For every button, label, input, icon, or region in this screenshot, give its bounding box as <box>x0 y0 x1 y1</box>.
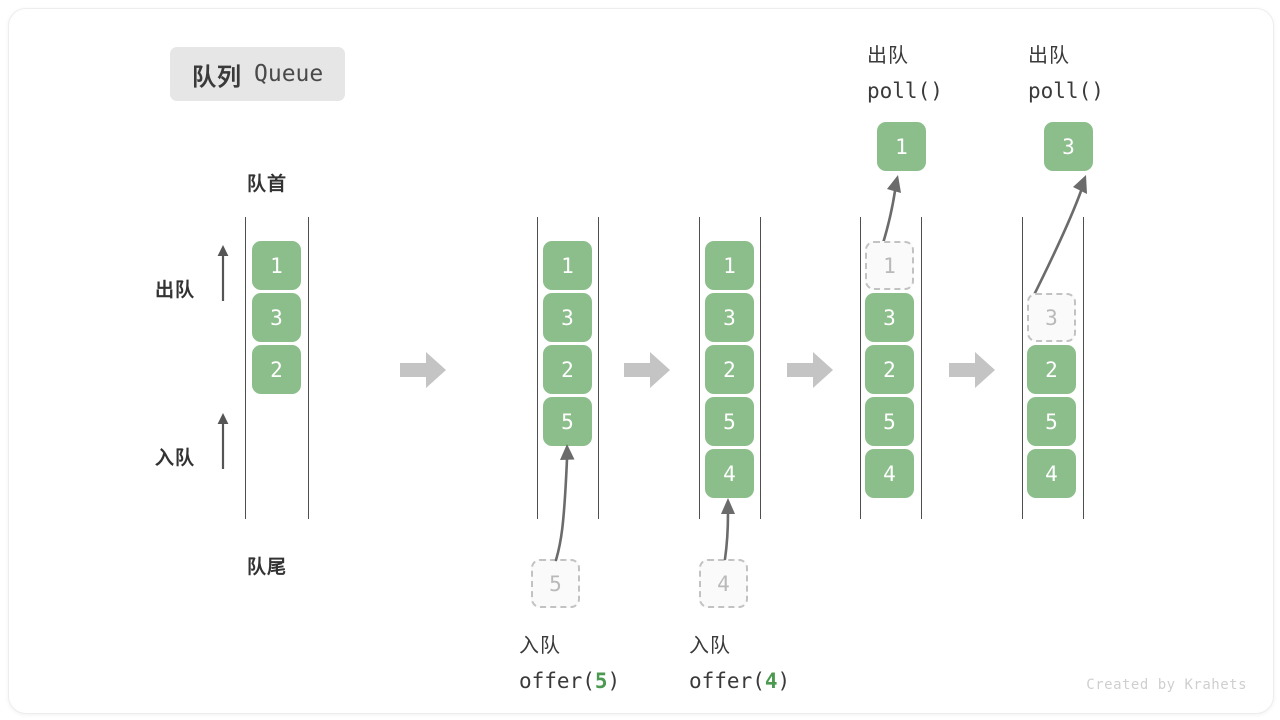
step-arrow-icon <box>787 352 833 388</box>
queue-rail-left <box>537 217 538 519</box>
diagram-canvas: 队列 Queue 队首 出队 入队 队尾 1 3 2 1 3 2 5 5 <box>8 8 1274 714</box>
queue-element: 3 <box>705 293 754 342</box>
enqueue-direction-label: 入队 <box>155 448 196 469</box>
queue-element: 3 <box>543 293 592 342</box>
enqueue-motion-arrow-icon <box>554 444 575 562</box>
operation-label-offer-4: 入队 offer(4) <box>689 629 790 699</box>
queue-rail-left <box>245 217 246 519</box>
queue-ghost-element: 1 <box>865 241 914 290</box>
queue-ghost-element: 4 <box>699 559 748 608</box>
queue-element: 3 <box>865 293 914 342</box>
queue-rail-left <box>699 217 700 519</box>
title-en: Queue <box>254 61 324 87</box>
queue-element: 5 <box>865 397 914 446</box>
dequeue-direction-label: 出队 <box>155 280 196 301</box>
queue-ghost-element: 5 <box>531 559 580 608</box>
operation-label-code: poll() <box>1028 79 1104 103</box>
queue-element: 5 <box>705 397 754 446</box>
operation-label-code: offer(4) <box>689 669 791 693</box>
queue-element: 1 <box>543 241 592 290</box>
step-arrow-icon <box>400 352 446 388</box>
queue-element: 1 <box>705 241 754 290</box>
operation-label-code: offer(5) <box>519 669 621 693</box>
queue-rail-left <box>1022 217 1023 519</box>
queue-popped-element: 1 <box>877 122 926 171</box>
queue-head-label: 队首 <box>247 174 288 195</box>
queue-element: 2 <box>705 345 754 394</box>
queue-rail-right <box>308 217 309 519</box>
queue-tail-label: 队尾 <box>247 557 288 578</box>
queue-ghost-element: 3 <box>1027 293 1076 342</box>
queue-element: 4 <box>1027 449 1076 498</box>
operation-label-code: poll() <box>867 79 943 103</box>
dequeue-direction-arrow-icon <box>217 245 229 301</box>
title-cn: 队列 <box>192 63 242 91</box>
enqueue-direction-arrow-icon <box>217 413 229 469</box>
queue-rail-right <box>1083 217 1084 519</box>
footer-credit: Created by Krahets <box>1086 677 1247 693</box>
queue-rail-right <box>921 217 922 519</box>
step-arrow-icon <box>949 352 995 388</box>
queue-element: 1 <box>252 241 301 290</box>
queue-popped-element: 3 <box>1044 122 1093 171</box>
title-badge: 队列 Queue <box>170 47 346 101</box>
queue-rail-right <box>760 217 761 519</box>
operation-label-cn: 出队 <box>867 45 909 67</box>
queue-rail-right <box>598 217 599 519</box>
queue-element: 2 <box>543 345 592 394</box>
queue-element: 4 <box>865 449 914 498</box>
operation-label-cn: 出队 <box>1028 45 1070 67</box>
queue-element: 5 <box>1027 397 1076 446</box>
operation-label-cn: 入队 <box>519 635 561 657</box>
queue-element: 3 <box>252 293 301 342</box>
queue-element: 2 <box>1027 345 1076 394</box>
operation-label-cn: 入队 <box>689 635 731 657</box>
operation-label-offer-5: 入队 offer(5) <box>519 629 620 699</box>
enqueue-motion-arrow-icon <box>721 498 735 561</box>
queue-rail-left <box>860 217 861 519</box>
queue-element-new: 5 <box>543 397 592 446</box>
step-arrow-icon <box>624 352 670 388</box>
queue-element-new: 4 <box>705 449 754 498</box>
queue-element: 2 <box>252 345 301 394</box>
operation-label-poll-1: 出队 poll() <box>867 39 943 109</box>
queue-element: 2 <box>865 345 914 394</box>
operation-label-poll-3: 出队 poll() <box>1028 39 1104 109</box>
